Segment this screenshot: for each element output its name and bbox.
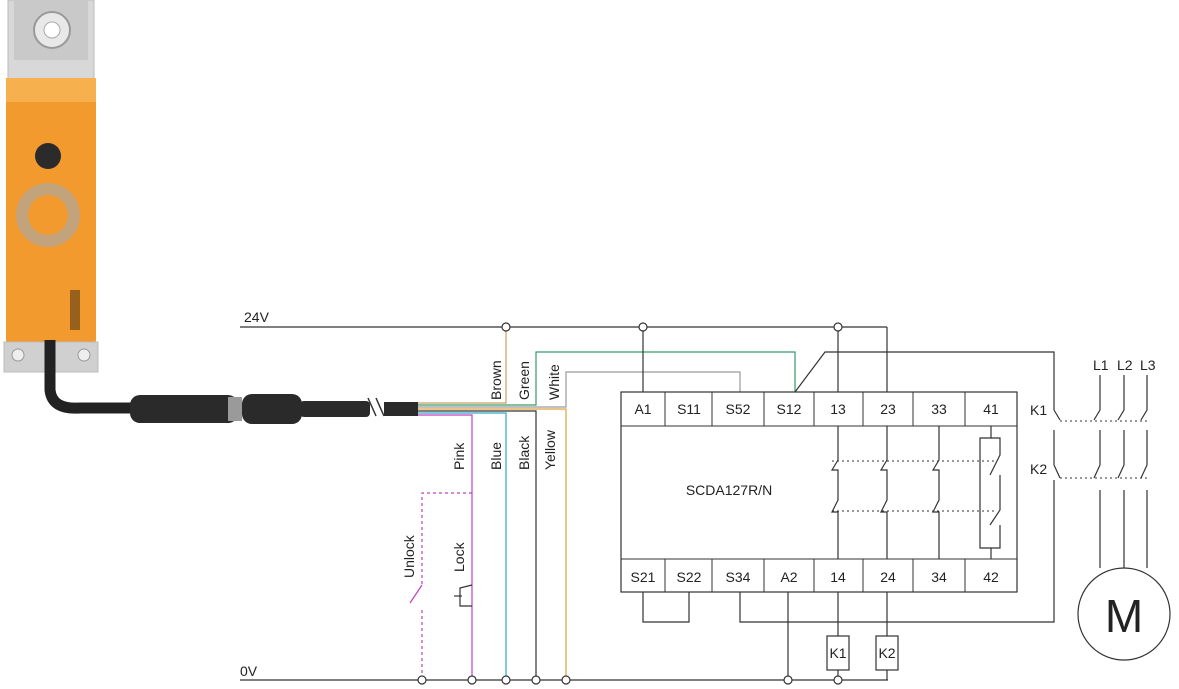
wire-yellow <box>418 408 567 680</box>
motor-circle <box>1077 567 1171 661</box>
safety-relay-module: A1 S11 S52 S12 13 23 33 41 S21 S22 S34 A… <box>620 391 1018 593</box>
label-brown: Brown <box>488 360 504 400</box>
wire-black <box>418 410 537 680</box>
wire-pink <box>418 414 473 680</box>
sensor-wires <box>418 327 796 680</box>
coil-k2-label: K2 <box>878 645 895 661</box>
phase-l2-label: L2 <box>1117 357 1133 373</box>
label-blue: Blue <box>488 442 504 470</box>
terminal-24: 24 <box>880 569 896 585</box>
terminal-34: 34 <box>931 569 947 585</box>
terminal-s21: S21 <box>631 569 656 585</box>
wire-green <box>418 351 796 406</box>
terminal-s34: S34 <box>726 569 751 585</box>
contact-k1-label: K1 <box>1030 402 1047 418</box>
terminal-s22: S22 <box>677 569 702 585</box>
coil-k1-label: K1 <box>829 645 846 661</box>
rail-0v-label: 0V <box>240 663 258 679</box>
device-name: SCDA127R/N <box>686 482 772 498</box>
terminal-42: 42 <box>983 569 999 585</box>
label-yellow: Yellow <box>542 429 558 470</box>
lock-switches: Unlock Lock <box>401 534 473 680</box>
label-green: Green <box>516 361 532 400</box>
phase-l1-label: L1 <box>1093 357 1109 373</box>
wire-labels: Brown Green White Pink Blue Black Yellow <box>451 360 562 470</box>
terminal-s12: S12 <box>777 401 802 417</box>
motor: M <box>1077 567 1171 661</box>
power-circuit <box>1053 375 1150 568</box>
phase-l3-label: L3 <box>1140 357 1156 373</box>
m12-connector <box>130 395 238 423</box>
terminal-s11: S11 <box>677 401 701 417</box>
sensor-led <box>35 143 61 169</box>
junction-dots <box>417 322 843 685</box>
safety-switch-device <box>3 0 418 424</box>
internal-contacts <box>830 426 1001 559</box>
device-connections <box>642 327 1055 680</box>
contactor-coils: K1 K2 <box>826 635 899 671</box>
coil-k1 <box>826 635 850 671</box>
label-lock: Lock <box>451 541 467 572</box>
relay-box <box>620 391 1018 593</box>
label-unlock: Unlock <box>401 534 417 578</box>
terminal-13: 13 <box>830 401 846 417</box>
wire-white <box>418 371 741 408</box>
wire-brown <box>418 327 507 404</box>
cable-break-icon <box>367 397 385 417</box>
terminal-41: 41 <box>983 401 999 417</box>
wire-pink-unlock <box>421 492 472 585</box>
terminal-a1: A1 <box>634 401 651 417</box>
wire-blue <box>418 412 507 680</box>
terminal-s52: S52 <box>726 401 751 417</box>
label-pink: Pink <box>451 442 467 470</box>
contact-k2-label: K2 <box>1030 461 1047 477</box>
coil-k2 <box>875 635 899 671</box>
terminal-14: 14 <box>830 569 846 585</box>
label-black: Black <box>516 435 532 470</box>
motor-label: M <box>1105 590 1143 642</box>
terminal-23: 23 <box>880 401 896 417</box>
rail-24v-label: 24V <box>244 309 270 325</box>
terminal-a2: A2 <box>780 569 797 585</box>
label-white: White <box>546 364 562 400</box>
sensor-cable <box>44 340 140 414</box>
terminal-33: 33 <box>931 401 947 417</box>
